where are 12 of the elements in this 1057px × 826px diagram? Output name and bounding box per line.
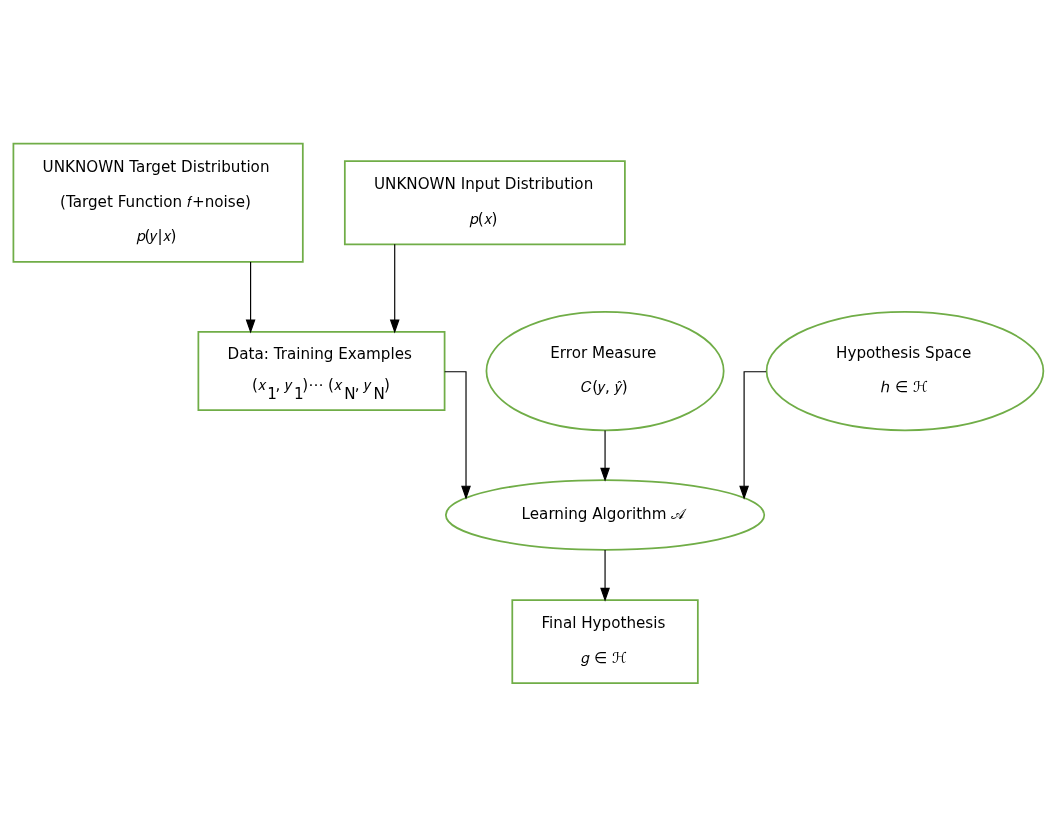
arrow [444, 370, 471, 500]
node-box: UNKNOWN Target Distribution (Target Function 𝑓+noise) 𝑝(𝑦|𝑥) [12, 142, 304, 263]
node-ellipse: Hypothesis Space ℎ ∈ ℋ [765, 310, 1045, 431]
arrow [739, 370, 767, 500]
arrow [600, 429, 610, 482]
arrow [245, 260, 256, 333]
node-ellipse: Error Measure 𝐶(𝑦, 𝑦̂) [485, 310, 725, 431]
arrow [600, 548, 610, 602]
node-box: Final Hypothesis 𝑔 ∈ ℋ [511, 598, 699, 684]
node-box: UNKNOWN Input Distribution 𝑝(𝑥) [343, 159, 626, 245]
arrow [389, 243, 400, 333]
node-ellipse: Learning Algorithm 𝒜 [444, 478, 766, 551]
